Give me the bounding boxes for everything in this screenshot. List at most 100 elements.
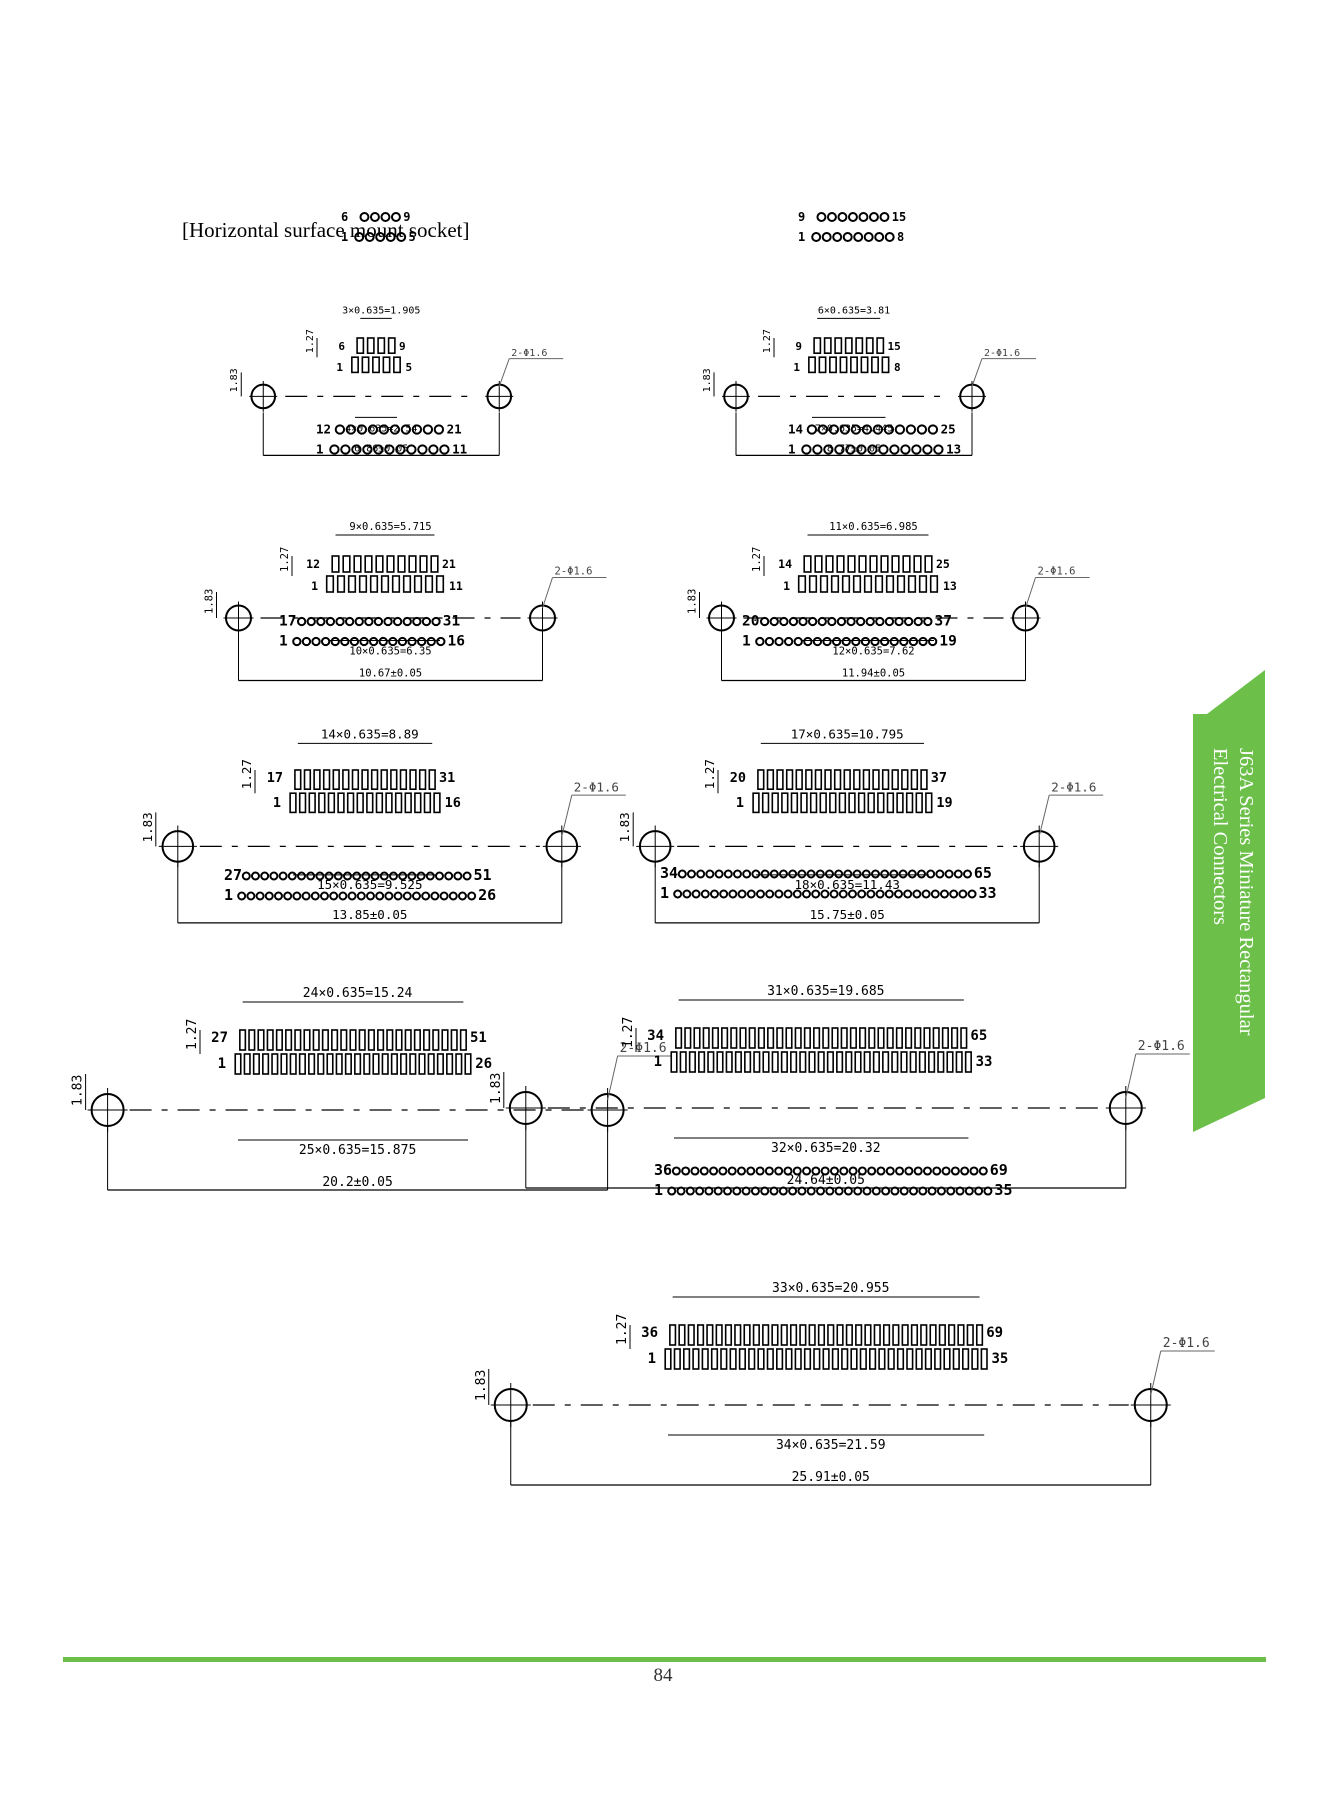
face-contact-top bbox=[839, 1166, 849, 1176]
pin-bottom-row bbox=[464, 1053, 472, 1075]
face-contact-top bbox=[361, 871, 371, 881]
face-contact-top bbox=[342, 871, 352, 881]
face-contact-bottom bbox=[340, 444, 351, 455]
face-contact-bottom bbox=[365, 891, 375, 901]
face-contact-bottom bbox=[362, 444, 373, 455]
face-contact-bottom bbox=[755, 636, 765, 647]
face-contact-top bbox=[727, 1166, 737, 1176]
pin-top-row bbox=[257, 1029, 265, 1051]
face-contact-bottom bbox=[760, 1186, 770, 1196]
face-contact-top bbox=[798, 616, 808, 627]
dim-bottom-label: 32×0.635=20.32 bbox=[771, 1141, 881, 1156]
pin-label-top-start: 34 bbox=[647, 1028, 664, 1044]
pin-top-row bbox=[869, 555, 878, 573]
pin-top-row bbox=[342, 555, 351, 573]
pin-bottom-row bbox=[857, 792, 866, 814]
face-contact-top bbox=[960, 1166, 970, 1176]
pin-top-row bbox=[865, 337, 874, 354]
face-contact-top bbox=[364, 616, 374, 627]
face-contact-bottom bbox=[356, 891, 366, 901]
pin-top-row bbox=[767, 1027, 775, 1049]
pin-label-top-end: 69 bbox=[986, 1325, 1003, 1341]
dim-mount-label: 15.75±0.05 bbox=[810, 907, 885, 922]
pin-bottom-row bbox=[234, 1053, 242, 1075]
face-contact-bottom bbox=[801, 889, 811, 899]
pin-top-row bbox=[776, 1027, 784, 1049]
face-contact-top bbox=[811, 1166, 821, 1176]
face-contact-top bbox=[732, 869, 742, 879]
dim-bottom-label: 25×0.635=15.875 bbox=[299, 1143, 416, 1158]
pin-label-bot-end: 11 bbox=[449, 579, 463, 593]
face-contact-top bbox=[416, 871, 426, 881]
pin-bottom-row bbox=[409, 1053, 417, 1075]
face-contact-top bbox=[903, 616, 914, 627]
face-contact-top bbox=[723, 869, 733, 879]
pin-top-row bbox=[364, 555, 373, 573]
face-contact-bottom bbox=[834, 444, 845, 455]
pin-top-row bbox=[891, 769, 899, 791]
pin-top-row bbox=[789, 1324, 798, 1346]
pin-bottom-row bbox=[845, 1051, 853, 1073]
face-label-top-start: 36 bbox=[654, 1161, 672, 1179]
pin-top-row bbox=[834, 337, 843, 354]
face-contact-bottom bbox=[685, 1186, 695, 1196]
hole-leader bbox=[1125, 1053, 1137, 1099]
dim-offset-label: 1.83 bbox=[474, 1370, 489, 1401]
dim-offset-label: 1.83 bbox=[617, 812, 632, 842]
hole-callout: 2-Φ1.6 bbox=[1138, 1039, 1185, 1054]
face-contact-top bbox=[788, 869, 798, 879]
pin-top-row bbox=[399, 769, 408, 791]
pin-top-row bbox=[377, 1029, 385, 1051]
face-contact-bottom bbox=[364, 232, 375, 242]
face-contact-bottom bbox=[863, 232, 874, 242]
hole-callout: 2-Φ1.6 bbox=[555, 566, 593, 578]
face-contact-top bbox=[852, 869, 862, 879]
dim-top-label: 17×0.635=10.795 bbox=[791, 726, 904, 741]
face-contact-top bbox=[433, 424, 445, 435]
hole-leader bbox=[561, 794, 573, 837]
pin-top-row bbox=[836, 555, 845, 573]
face-label-top-end: 9 bbox=[403, 210, 410, 224]
pin-top-row bbox=[428, 769, 436, 791]
face-contact-top bbox=[714, 869, 724, 879]
face-contact-bottom bbox=[822, 636, 832, 647]
pin-bottom-row bbox=[918, 1051, 926, 1073]
pin-label-bot-start: 1 bbox=[273, 795, 281, 811]
face-contact-top bbox=[769, 616, 779, 627]
pin-bottom-row bbox=[298, 792, 307, 814]
pin-bottom-row bbox=[776, 1348, 784, 1370]
pin-bottom-row bbox=[762, 1051, 770, 1073]
pin-top-row bbox=[361, 769, 369, 791]
face-contact-top bbox=[352, 871, 362, 881]
hole-callout: 2-Φ1.6 bbox=[574, 779, 619, 794]
dim-offset-label: 1.83 bbox=[489, 1073, 504, 1104]
face-contact-top bbox=[883, 424, 895, 435]
face-label-top-end: 51 bbox=[474, 866, 492, 884]
face-contact-bottom bbox=[879, 636, 890, 647]
face-contact-top bbox=[444, 871, 454, 881]
pin-bottom-row bbox=[380, 575, 390, 593]
face-contact-top bbox=[926, 869, 936, 879]
pin-bottom-row bbox=[836, 1051, 844, 1073]
pin-bottom-row bbox=[356, 792, 364, 814]
pin-top-row bbox=[669, 1324, 677, 1346]
pin-top-row bbox=[721, 1027, 729, 1049]
face-contact-bottom bbox=[853, 232, 864, 242]
face-contact-bottom bbox=[881, 1186, 891, 1196]
face-contact-bottom bbox=[812, 636, 823, 647]
face-contact-top bbox=[932, 1166, 942, 1176]
pin-top-row bbox=[387, 337, 396, 354]
face-contact-top bbox=[402, 616, 412, 627]
pin-bottom-row bbox=[822, 1348, 830, 1370]
page-number: 84 bbox=[653, 1665, 673, 1686]
face-contact-bottom bbox=[983, 1186, 993, 1196]
face-contact-bottom bbox=[806, 1186, 816, 1196]
face-label-top-start: 17 bbox=[279, 614, 296, 630]
face-contact-bottom bbox=[746, 889, 756, 899]
face-contact-bottom bbox=[903, 889, 913, 899]
hole-leader bbox=[607, 1055, 619, 1101]
face-contact-top bbox=[287, 871, 297, 881]
pin-bottom-row bbox=[363, 1053, 371, 1075]
